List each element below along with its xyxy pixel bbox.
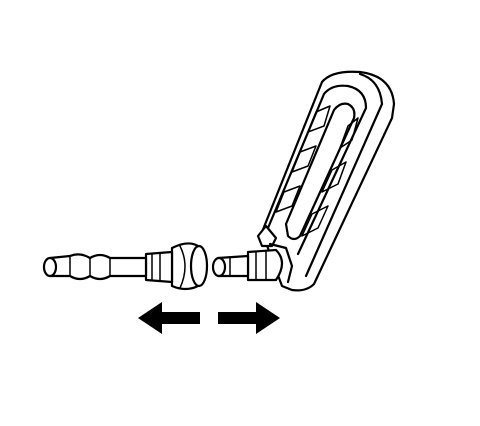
release-tool-jaw	[256, 224, 278, 248]
pipe-open-end	[42, 256, 58, 278]
collar-edge	[179, 245, 186, 289]
pipe-shoulder	[144, 250, 174, 284]
pipe-shoulder-ring	[151, 252, 161, 282]
release-tool-slot	[284, 102, 356, 241]
pipe-barb-ridges	[69, 255, 111, 277]
pipe-tube	[48, 253, 148, 281]
arrow-right	[218, 302, 280, 334]
release-tool-jaw-edge	[268, 242, 294, 284]
release-tool	[256, 70, 396, 292]
quick-connector	[211, 248, 284, 282]
release-tool-windows-left	[275, 105, 331, 213]
coupling-collar	[170, 242, 209, 291]
release-tool-windows-right	[301, 117, 359, 237]
arrow-left	[138, 302, 200, 334]
connector-barrel	[246, 248, 284, 282]
release-tool-rim	[304, 72, 384, 278]
pipe-with-barbed-end	[42, 250, 174, 284]
collar-face	[189, 244, 209, 288]
release-tool-inner-frame	[266, 84, 368, 256]
release-tool-body	[260, 70, 396, 292]
connector-nipple-end	[211, 256, 227, 278]
connector-barrel-rings	[255, 250, 267, 281]
